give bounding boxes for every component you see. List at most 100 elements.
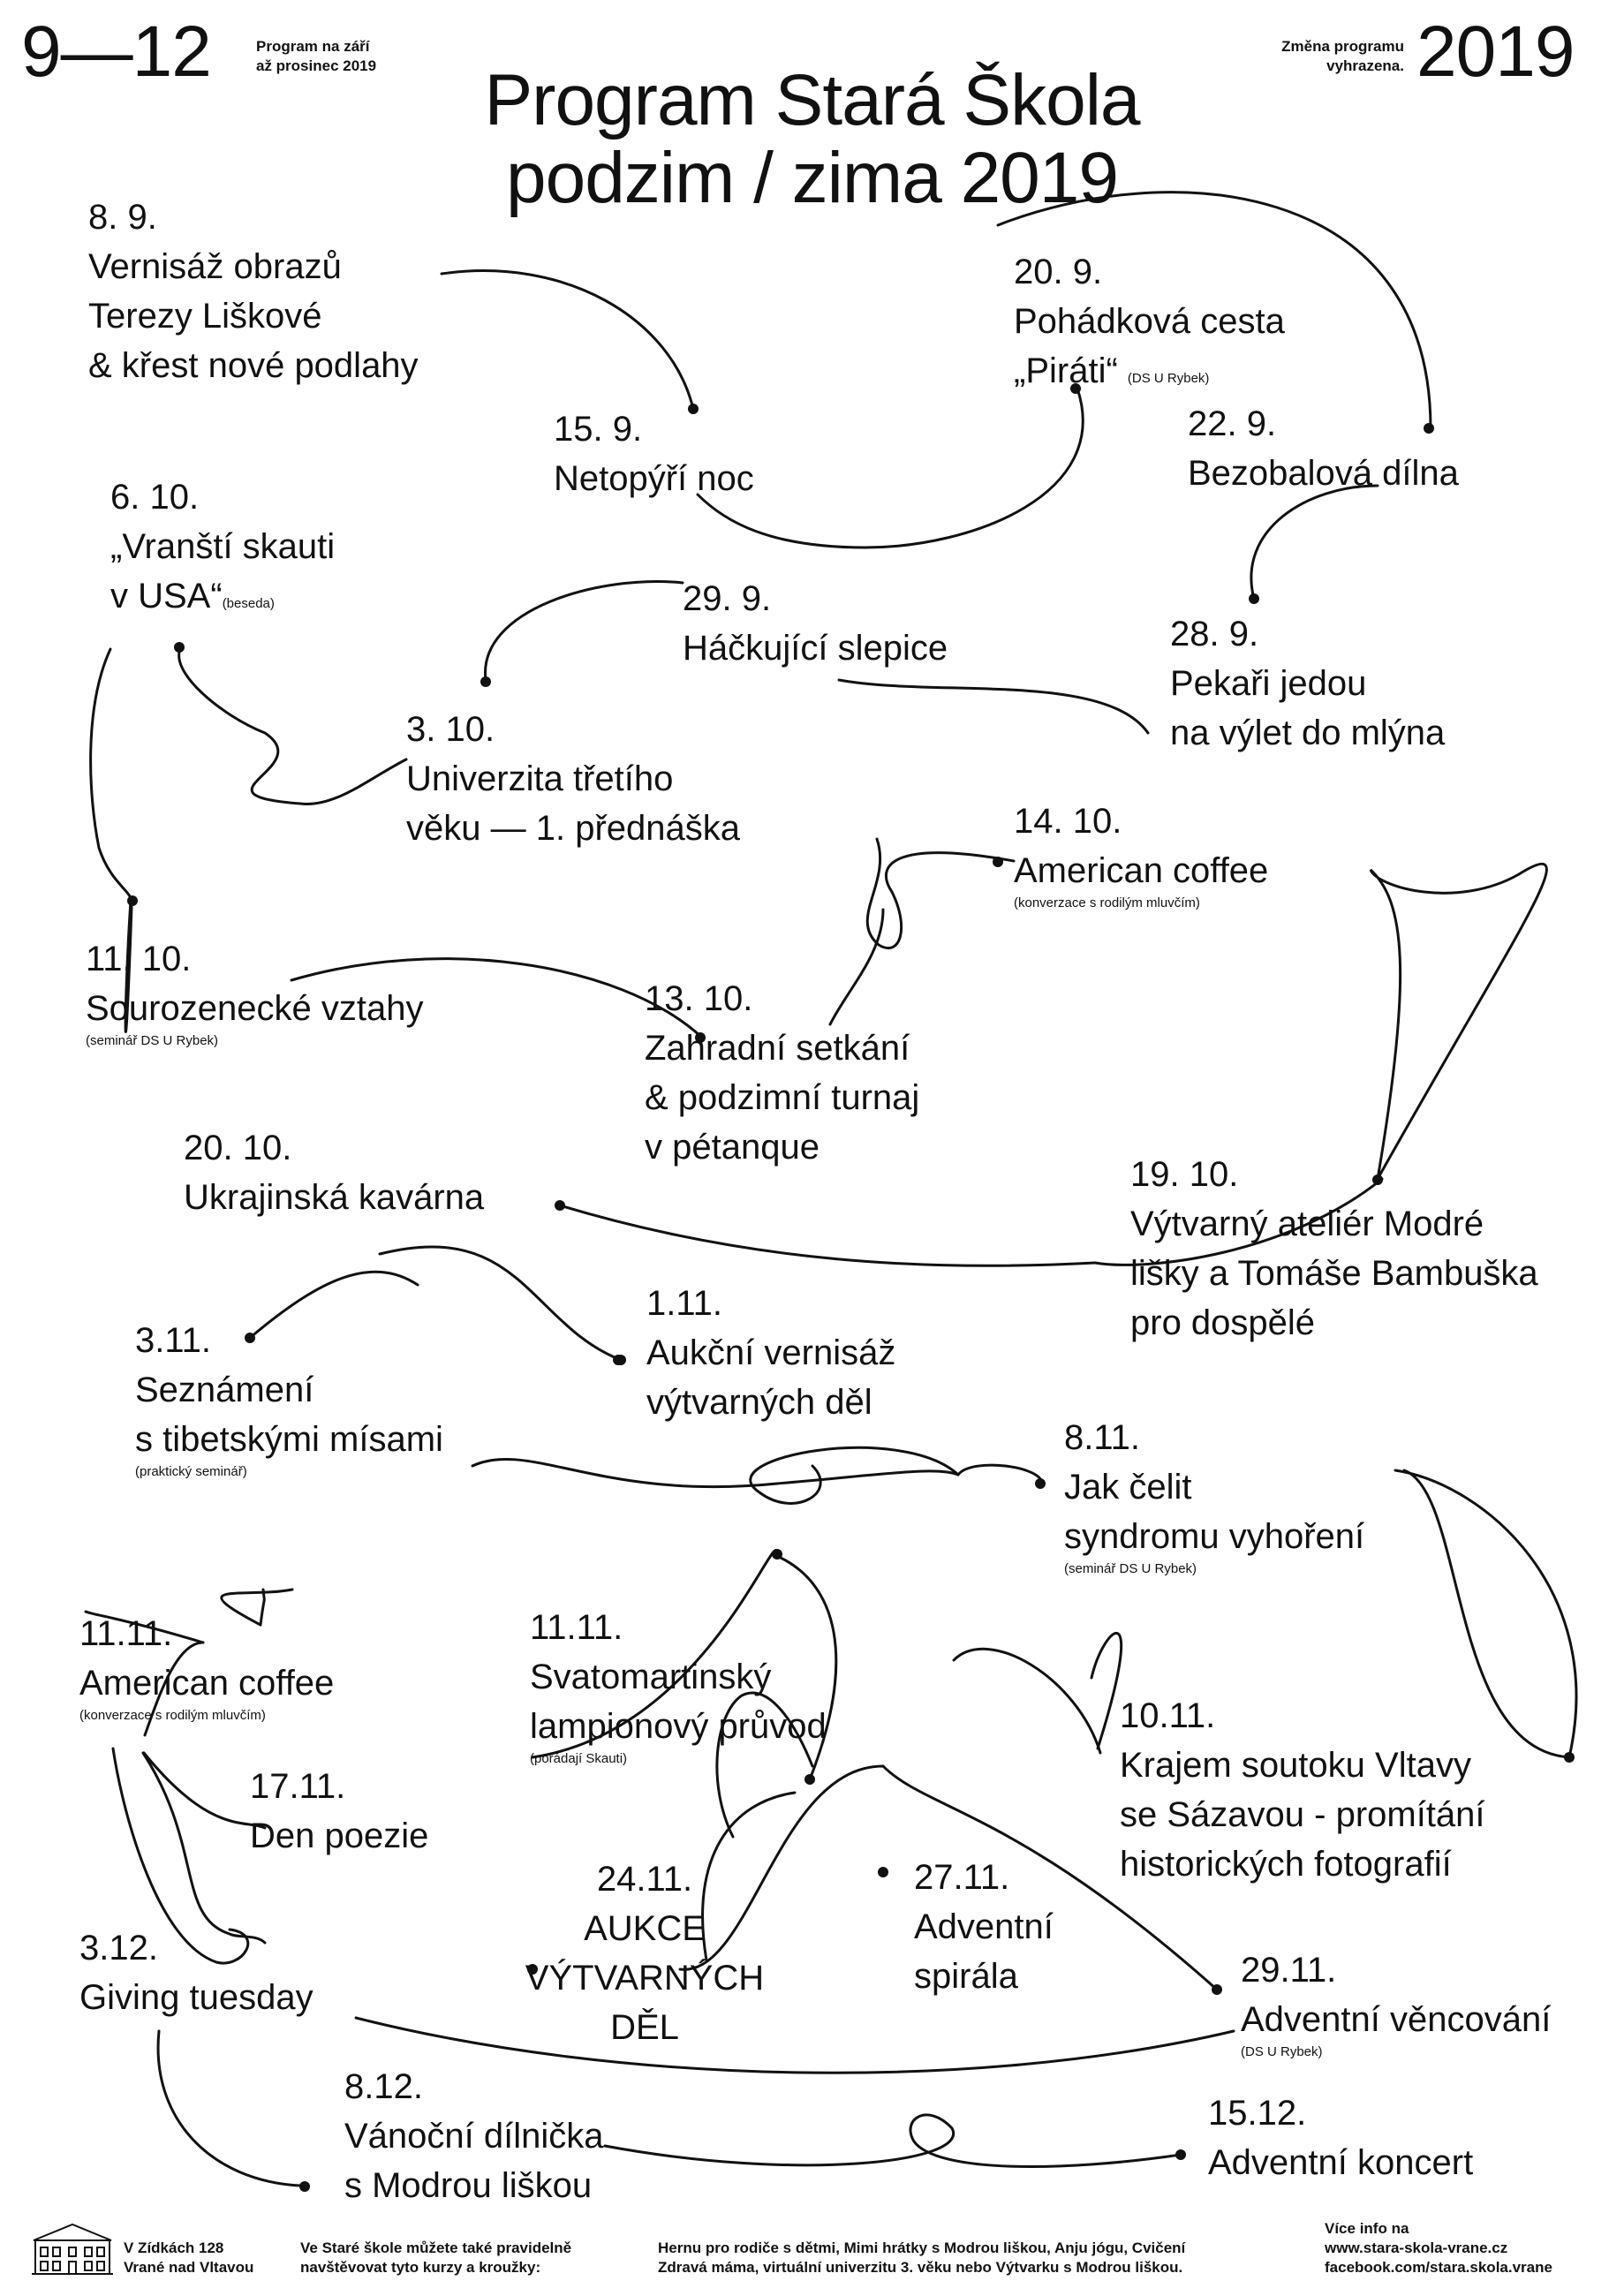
connector-dot — [527, 1964, 538, 1975]
event-title: VÝTVARNÝCH — [525, 1959, 765, 1998]
connector-line — [111, 1747, 250, 1965]
event-date: 29. 9. — [683, 579, 772, 618]
event-title: v USA“ — [110, 577, 223, 616]
connector-line — [881, 1764, 1219, 1991]
connector-line — [142, 1751, 267, 1830]
event-note: (DS U Rybek) — [1127, 371, 1210, 386]
event-title: Adventní — [914, 1907, 1054, 1946]
date-range: 9—12 — [21, 11, 212, 92]
page-title: Program Stará Škola podzim / zima 2019 — [0, 62, 1624, 217]
event-date: 29.11. — [1241, 1951, 1337, 1990]
connector-line — [248, 1270, 419, 1340]
event-date: 8.11. — [1064, 1418, 1140, 1457]
event-title: Vánoční dílnička — [344, 2117, 604, 2156]
address-line: Vrané nad Vltavou — [124, 2259, 254, 2276]
event-date: 3.11. — [135, 1321, 211, 1360]
event-date: 10.11. — [1120, 1696, 1216, 1735]
event-title: věku — 1. přednáška — [406, 809, 740, 848]
event-aukce: 24.11. AUKCE VÝTVARNÝCH DĚL — [495, 1854, 795, 2052]
event-univerzita: 3. 10. Univerzita třetího věku — 1. před… — [406, 705, 740, 853]
event-title: lišky a Tomáše Bambuška — [1130, 1254, 1538, 1293]
courses-intro-line: navštěvovat tyto kurzy a kroužky: — [300, 2259, 541, 2276]
more-info: Více info na www.stara-skola-vrane.cz fa… — [1325, 2219, 1552, 2277]
event-title: Univerzita třetího — [406, 759, 674, 798]
event-adventni-koncert: 15.12. Adventní koncert — [1208, 2088, 1473, 2187]
event-title: American coffee — [1014, 851, 1269, 890]
connector-dot — [613, 1355, 623, 1365]
connector-dot — [555, 1200, 565, 1211]
connector-dot — [804, 1774, 815, 1785]
connector-line — [696, 387, 1084, 549]
event-american-coffee-nov: 11.11. American coffee (konverzace s rod… — [79, 1609, 334, 1724]
change-note-line: vyhrazena. — [1326, 57, 1404, 74]
connector-dot — [993, 857, 1003, 867]
event-date: 27.11. — [914, 1858, 1010, 1897]
event-giving-tuesday: 3.12. Giving tuesday — [79, 1923, 313, 2022]
connector-line — [956, 1463, 1044, 1485]
event-note: (konverzace s rodilým mluvčím) — [79, 1708, 266, 1723]
connector-line — [865, 837, 1016, 949]
event-title: Krajem soutoku Vltavy — [1120, 1746, 1471, 1785]
event-date: 22. 9. — [1188, 404, 1277, 443]
year: 2019 — [1416, 11, 1575, 92]
event-american-coffee-oct: 14. 10. American coffee (konverzace s ro… — [1014, 797, 1268, 911]
event-netopyri-noc: 15. 9. Netopýří noc — [554, 404, 754, 503]
event-date: 11.11. — [79, 1614, 173, 1653]
event-date: 6. 10. — [110, 478, 200, 517]
event-date: 8. 9. — [88, 198, 157, 237]
connector-dot — [878, 1867, 888, 1877]
event-note: (beseda) — [222, 596, 275, 611]
connector-dot — [688, 404, 699, 414]
courses-list: Hernu pro rodiče s dětmi, Mimi hrátky s … — [658, 2239, 1185, 2277]
event-pekari: 28. 9. Pekaři jedou na výlet do mlýna — [1170, 609, 1445, 758]
connector-line — [484, 580, 684, 682]
event-title: Adventní koncert — [1208, 2143, 1474, 2182]
courses-intro-line: Ve Staré škole můžete také pravidelně — [300, 2239, 572, 2256]
address: V Zídkách 128 Vrané nad Vltavou — [124, 2239, 253, 2277]
facebook-link[interactable]: facebook.com/stara.skola.vrane — [1325, 2259, 1552, 2276]
connector-line — [471, 1457, 960, 1489]
website-link[interactable]: www.stara-skola-vrane.cz — [1325, 2239, 1508, 2256]
event-aukcni-vernisaz: 1.11. Aukční vernisáž výtvarných děl — [646, 1279, 895, 1427]
connector-line — [354, 2016, 1235, 2074]
connector-line — [143, 1641, 205, 1737]
event-title: v pétanque — [645, 1128, 820, 1167]
event-date: 3.12. — [79, 1929, 158, 1967]
event-date: 13. 10. — [645, 979, 753, 1018]
event-date: 28. 9. — [1170, 615, 1259, 653]
connector-dot — [127, 895, 138, 906]
event-vransti-skauti: 6. 10. „Vranští skauti v USA“(beseda) — [110, 472, 335, 629]
connector-dot — [299, 2181, 310, 2192]
connector-dot — [245, 1333, 255, 1343]
event-note: (pořádají Skauti) — [530, 1751, 628, 1766]
connector-line — [1090, 1631, 1123, 1750]
event-title: Pohádková cesta — [1014, 302, 1285, 341]
courses-line: Zdravá máma, virtuální univerzitu 3. věk… — [658, 2259, 1183, 2276]
more-info-label: Více info na — [1325, 2220, 1409, 2237]
connector-dot — [1424, 423, 1434, 434]
event-krajem-soutoku: 10.11. Krajem soutoku Vltavy se Sázavou … — [1120, 1691, 1485, 1889]
event-title: & podzimní turnaj — [645, 1078, 920, 1117]
connector-line — [771, 1552, 838, 1781]
event-title: Terezy Liškové — [88, 297, 322, 336]
event-title: syndromu vyhoření — [1064, 1517, 1365, 1556]
connector-dot — [480, 676, 491, 687]
event-title: Netopýří noc — [554, 459, 754, 498]
connector-line — [1402, 1469, 1571, 1759]
event-title: Výtvarný ateliér Modré — [1130, 1205, 1484, 1243]
event-svatomartinsky-pruvod: 11.11. Svatomartinský lampionový průvod … — [530, 1603, 827, 1767]
school-building-icon — [32, 2223, 113, 2275]
connector-line — [715, 1691, 814, 1839]
connector-line — [290, 957, 702, 1038]
connector-line — [1093, 1177, 1384, 1266]
connector-line — [178, 646, 408, 805]
event-note: (seminář DS U Rybek) — [1064, 1561, 1197, 1576]
connector-dot — [1212, 1984, 1222, 1995]
event-date: 1.11. — [646, 1284, 722, 1323]
event-hackujici-slepice: 29. 9. Háčkující slepice — [683, 574, 948, 673]
event-adventni-spirala: 27.11. Adventní spirála — [914, 1853, 1054, 2001]
courses-intro: Ve Staré škole můžete také pravidelně na… — [300, 2239, 571, 2277]
event-title: s tibetskými mísami — [135, 1420, 443, 1459]
connector-line — [220, 1588, 294, 1627]
